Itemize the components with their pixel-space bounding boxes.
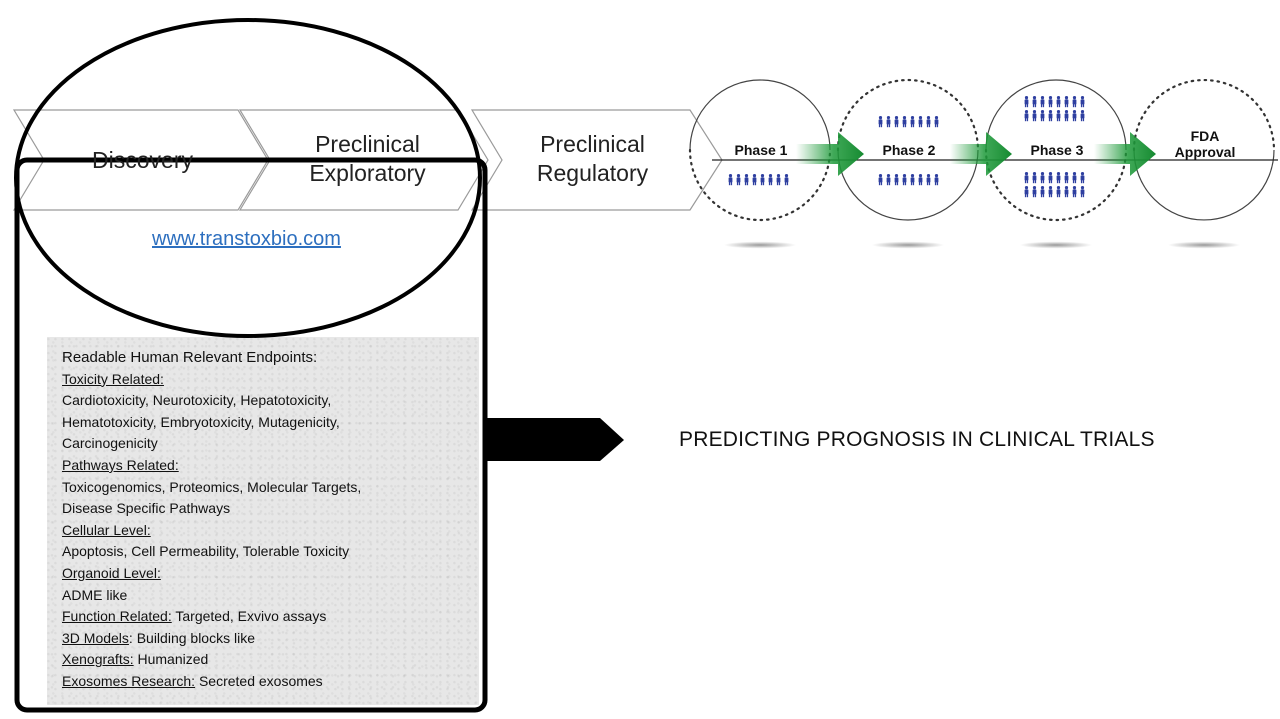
shadow-phase3 (1020, 241, 1092, 249)
shadow-phase1 (724, 241, 796, 249)
xenografts-row: Xenografts: Humanized (62, 651, 209, 668)
toxicity-item: Carcinogenicity (62, 435, 158, 452)
stage-exploratory-label: Preclinical Exploratory (309, 131, 426, 186)
toxicity-item: Hematotoxicity, Embryotoxicity, Mutageni… (62, 413, 340, 430)
cellular-item: Apoptosis, Cell Permeability, Tolerable … (62, 543, 350, 560)
people-phase3-top (1024, 96, 1085, 122)
models-row: 3D Models: Building blocks like (62, 629, 255, 646)
stage-discovery-label: Discovery (92, 147, 193, 173)
endpoints-heading: Readable Human Relevant Endpoints: (62, 349, 318, 366)
chevron-preclinical-regulatory (470, 109, 723, 211)
organoid-label: Organoid Level: (62, 564, 161, 581)
phase3-label: Phase 3 (1030, 142, 1084, 158)
website-link[interactable]: www.transtoxbio.com (152, 228, 341, 250)
endpoints-panel (47, 337, 479, 705)
pathways-label: Pathways Related: (62, 456, 179, 473)
people-phase1 (728, 174, 789, 186)
prognosis-statement: PREDICTING PROGNOSIS IN CLINICAL TRIALS (679, 428, 1155, 451)
organoid-item: ADME like (62, 586, 128, 603)
arrow-phase3-to-approval (1094, 132, 1156, 176)
phase1-circle (689, 79, 831, 151)
people-phase2-top (878, 116, 939, 128)
arrow-phase1-to-2 (796, 132, 864, 176)
cellular-label: Cellular Level: (62, 521, 151, 538)
phase1-label: Phase 1 (734, 142, 788, 158)
phase2-label: Phase 2 (882, 142, 936, 158)
clinical-phases-graphic (688, 78, 1278, 249)
toxicity-label: Toxicity Related: (62, 370, 164, 387)
arrow-phase2-to-3 (950, 132, 1012, 176)
shadow-phase2 (872, 241, 944, 249)
approval-label: FDA Approval (1174, 128, 1236, 160)
right-arrow (485, 418, 624, 461)
toxicity-item: Cardiotoxicity, Neurotoxicity, Hepatotox… (62, 392, 332, 409)
exosomes-row: Exosomes Research: Secreted exosomes (62, 672, 323, 689)
function-row: Function Related: Targeted, Exvivo assay… (62, 608, 327, 625)
approval-circle (1132, 78, 1276, 152)
people-phase3-bottom (1024, 172, 1085, 198)
stage-regulatory-label: Preclinical Regulatory (536, 131, 649, 186)
phase2-circle (836, 78, 980, 152)
pathways-item: Disease Specific Pathways (62, 500, 231, 517)
highlight-ellipse (14, 18, 482, 338)
phase3-circle (985, 79, 1127, 151)
pathways-item: Toxicogenomics, Proteomics, Molecular Ta… (62, 478, 362, 495)
shadow-approval (1168, 241, 1240, 249)
people-phase2-bottom (878, 174, 939, 186)
endpoints-list: Readable Human Relevant Endpoints: Toxic… (62, 347, 472, 693)
